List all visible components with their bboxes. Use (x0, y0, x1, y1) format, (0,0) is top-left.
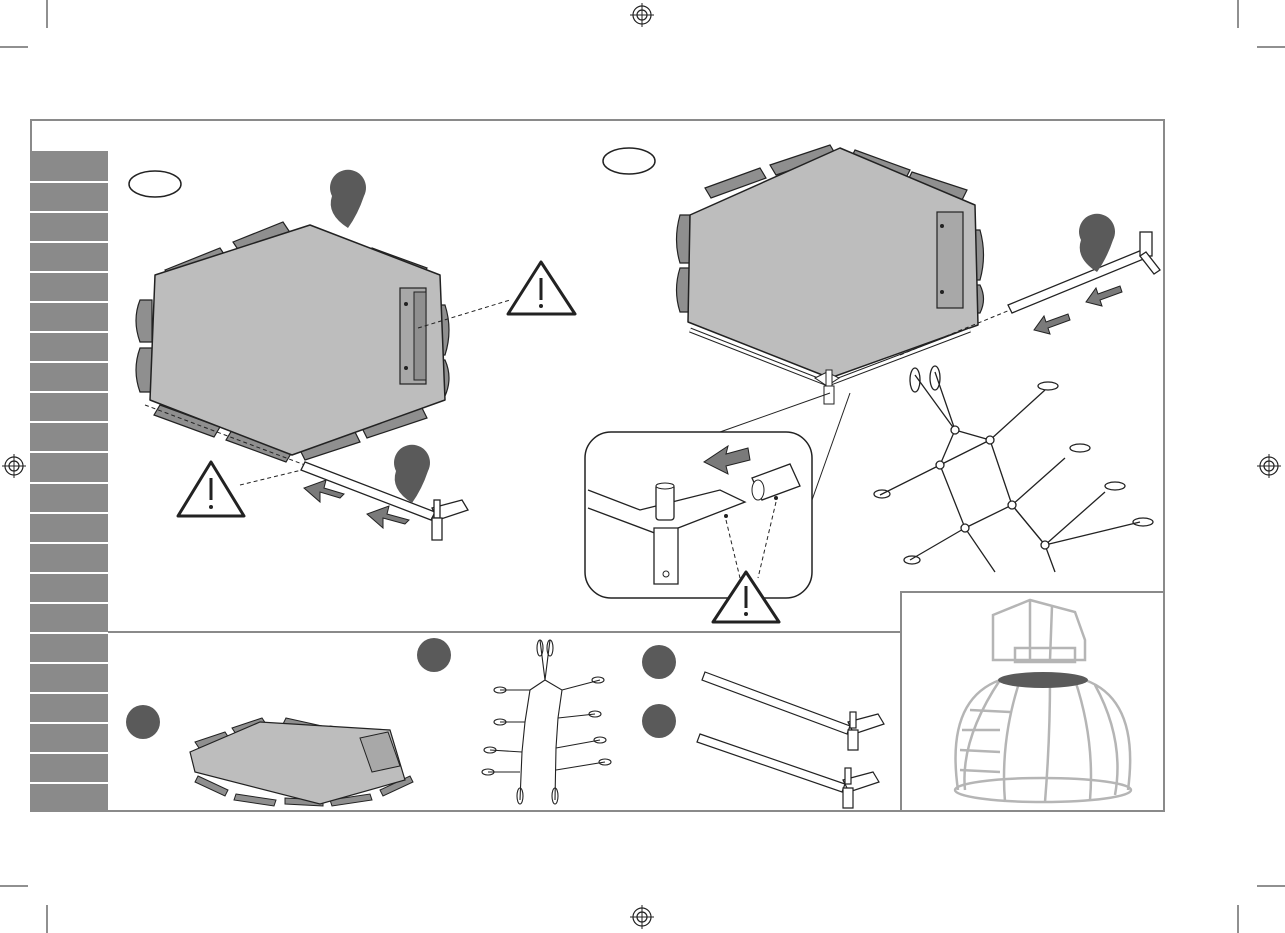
part-pole-a (702, 672, 884, 750)
trampoline-mat-right (677, 145, 984, 404)
step-badge-2 (603, 148, 655, 174)
part-climbing-net (482, 640, 611, 804)
warning-icon-top (508, 262, 575, 314)
callout-marker-1 (330, 170, 366, 228)
preview-mat-highlight (998, 672, 1088, 688)
part-trampoline-mat (190, 718, 413, 806)
connector-detail-zoom (585, 432, 812, 598)
step-badge-1 (129, 171, 181, 197)
arrow-right-1 (1034, 314, 1070, 334)
trampoline-mat-left (136, 222, 449, 462)
parts-step-badge-2 (417, 638, 451, 672)
arrow-right-2 (1086, 286, 1122, 306)
warning-icon-left (178, 462, 244, 516)
pole-left (301, 462, 468, 540)
parts-step-badge-3 (642, 645, 676, 679)
parts-step-badge-4 (642, 704, 676, 738)
climbing-net-right (874, 366, 1153, 572)
preview-dome-thumbnail (955, 600, 1131, 802)
callout-marker-2 (394, 445, 430, 503)
parts-step-badge-1 (126, 705, 160, 739)
